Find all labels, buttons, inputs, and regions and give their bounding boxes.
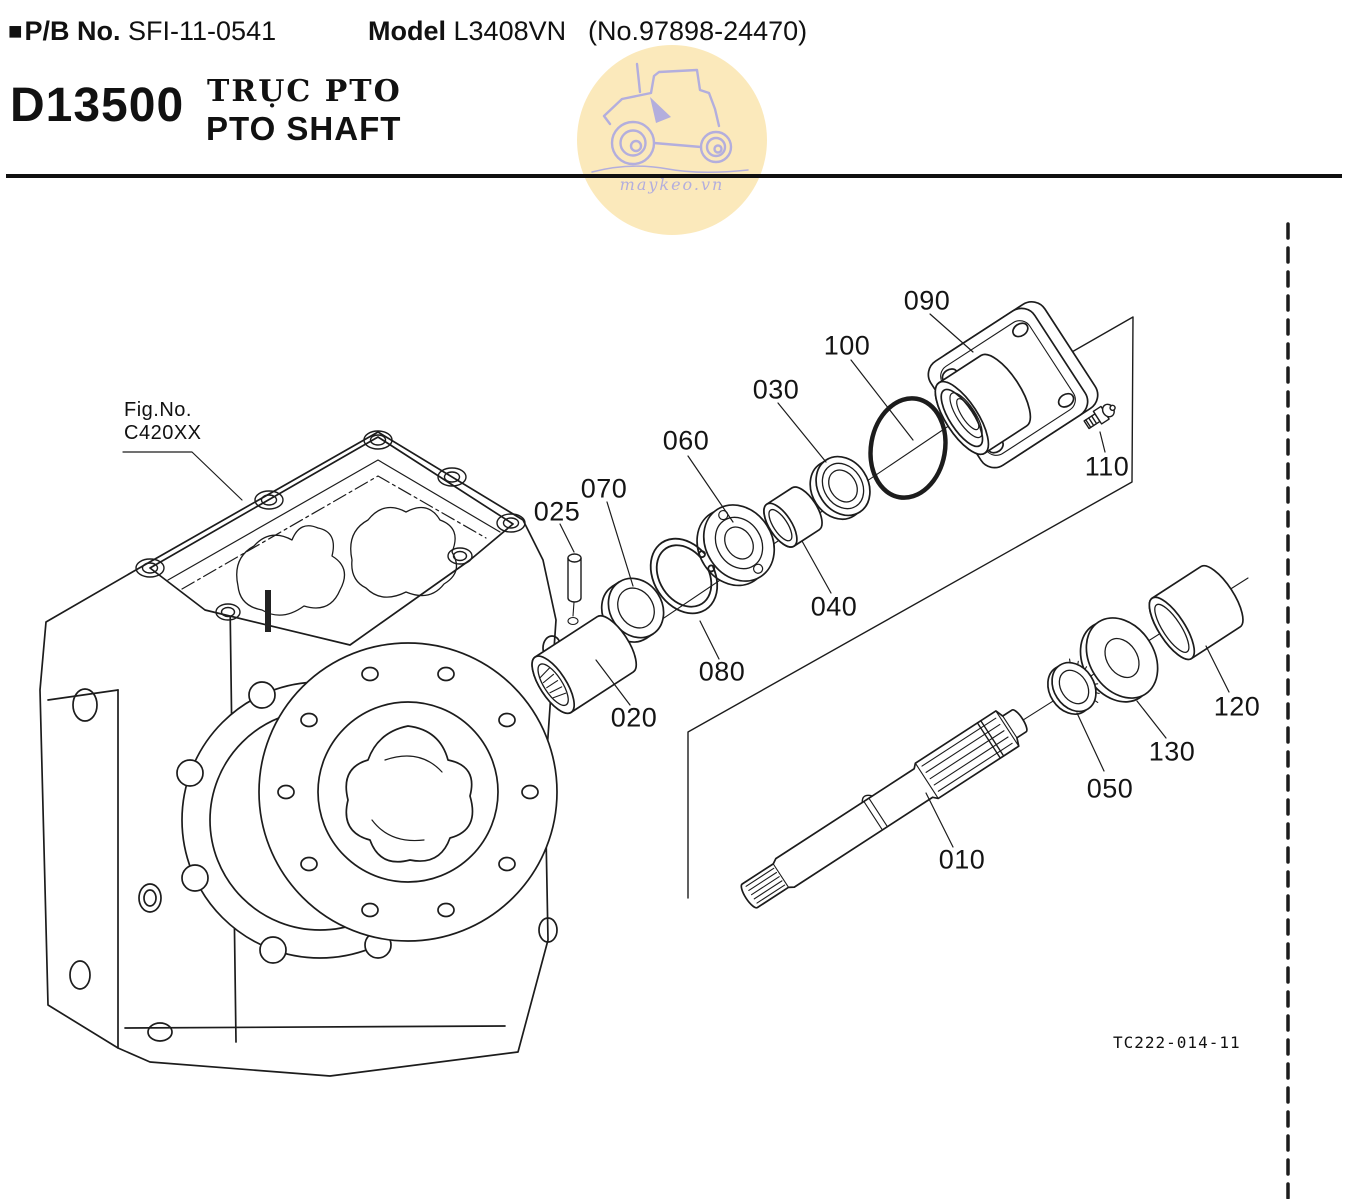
callout-010: 010	[938, 844, 986, 875]
part-pto-shaft-010	[740, 708, 1028, 909]
part-oring-100	[868, 396, 948, 500]
serial-number: (No.97898-24470)	[588, 16, 808, 46]
callout-020: 020	[610, 702, 658, 733]
title-divider	[6, 174, 1342, 178]
pb-label: P/B No.	[24, 16, 121, 46]
pb-number: ■P/B No. SFI-11-0541	[8, 16, 276, 47]
case-top-face	[135, 430, 526, 646]
callout-130: 130	[1148, 736, 1196, 767]
part-grease-fitting-110	[1083, 403, 1116, 430]
tractor-windshield	[650, 97, 671, 123]
case-pto-flange	[258, 642, 558, 942]
fig-no-label: Fig.No.	[124, 399, 192, 421]
watermark-circle	[577, 45, 767, 235]
part-snap-ring-080	[649, 537, 719, 615]
part-seal-050	[1047, 658, 1100, 715]
bullet-square-icon: ■	[8, 18, 23, 45]
model-value: L3408VN	[453, 16, 567, 46]
model-number: Model L3408VN	[368, 16, 566, 47]
callout-040: 040	[810, 591, 858, 622]
section-boundary	[687, 316, 1134, 899]
callout-100: 100	[823, 330, 871, 361]
part-bearing-060	[696, 504, 776, 587]
tractor-icon	[591, 62, 749, 174]
figure-title-english: PTO SHAFT	[206, 110, 402, 147]
leader-lines	[122, 313, 1230, 848]
part-pin-025	[567, 553, 582, 626]
transmission-case	[39, 430, 562, 1077]
callout-030: 030	[752, 374, 800, 405]
callout-080: 080	[698, 656, 746, 687]
part-collar-120	[1148, 564, 1244, 661]
figno-leader	[122, 451, 243, 501]
drawing-code: TC222-014-11	[1113, 1033, 1241, 1052]
fig-no-value: C420XX	[124, 422, 202, 444]
callout-110: 110	[1084, 451, 1130, 482]
callout-070: 070	[580, 473, 628, 504]
pb-value: SFI-11-0541	[128, 16, 277, 46]
part-bushing-040	[763, 486, 823, 548]
callout-120: 120	[1213, 691, 1261, 722]
part-collar-020	[531, 614, 638, 715]
figure-title-vietnamese: TRỤC PTO	[207, 74, 402, 109]
watermark-text: maykeo.vn	[620, 175, 725, 194]
callout-050: 050	[1086, 773, 1134, 804]
model-label: Model	[368, 16, 446, 46]
watermark: maykeo.vn	[577, 45, 767, 235]
callout-060: 060	[662, 425, 710, 456]
part-seal-030	[809, 455, 871, 521]
callout-090: 090	[903, 285, 951, 316]
figure-code: D13500	[10, 79, 185, 132]
fig-no-reference: Fig.No. C420XX	[124, 399, 202, 445]
callout-025: 025	[533, 496, 581, 527]
part-washer-130	[1079, 617, 1159, 703]
